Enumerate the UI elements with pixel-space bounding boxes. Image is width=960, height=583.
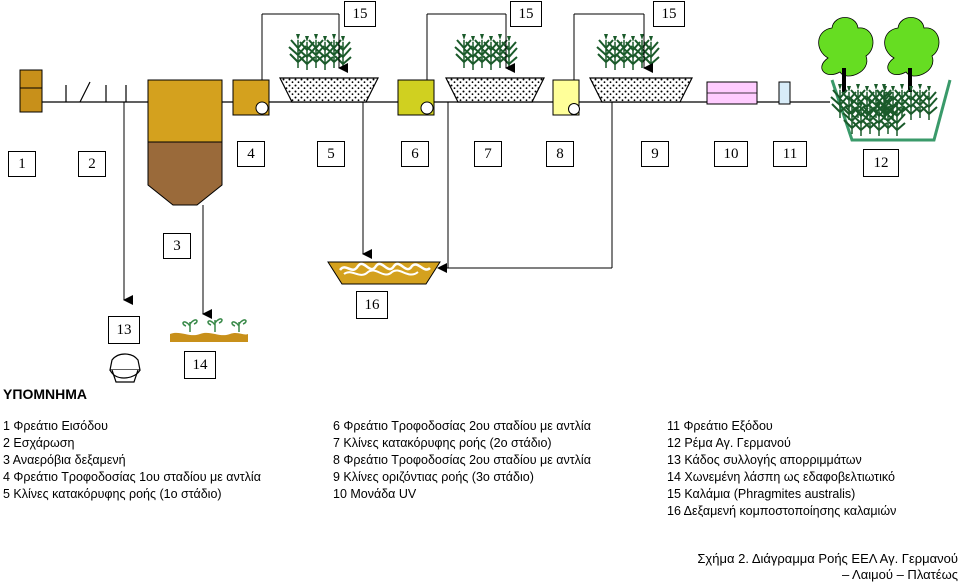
legend-item: 2 Εσχάρωση bbox=[3, 436, 75, 450]
label-9: 9 bbox=[641, 141, 669, 167]
label-1: 1 bbox=[8, 151, 36, 177]
inlet-well bbox=[19, 69, 43, 113]
legend-item: 14 Χωνεμένη λάσπη ως εδαφοβελτιωτικό bbox=[667, 470, 895, 484]
label-15c: 15 bbox=[653, 1, 685, 27]
legend-column-1: 1 Φρεάτιο Εισόδου 2 Εσχάρωση 3 Αναερόβια… bbox=[3, 418, 261, 503]
legend-item: 15 Καλάμια (Phragmites australis) bbox=[667, 487, 856, 501]
legend-item: 9 Κλίνες οριζόντιας ροής (3ο στάδιο) bbox=[333, 470, 534, 484]
figure-caption: Σχήμα 2. Διάγραμμα Ροής ΕΕΛ Αγ. Γερμανού… bbox=[680, 551, 958, 583]
label-12: 12 bbox=[863, 149, 899, 177]
screening-channel bbox=[65, 81, 127, 103]
label-15b: 15 bbox=[510, 1, 542, 27]
label-13: 13 bbox=[108, 316, 140, 344]
legend-item: 4 Φρεάτιο Τροφοδοσίας 1ου σταδίου με αντ… bbox=[3, 470, 261, 484]
legend-item: 8 Φρεάτιο Τροφοδοσίας 2ου σταδίου με αντ… bbox=[333, 453, 591, 467]
waste-bin bbox=[109, 353, 141, 371]
label-10: 10 bbox=[714, 141, 748, 167]
legend-item: 5 Κλίνες κατακόρυφης ροής (1ο στάδιο) bbox=[3, 487, 222, 501]
feeding-well-8 bbox=[552, 79, 580, 116]
feeding-well-6 bbox=[397, 79, 435, 116]
feeding-well-4 bbox=[232, 79, 270, 116]
uv-unit bbox=[706, 81, 758, 105]
label-11: 11 bbox=[773, 141, 807, 167]
tree-icon bbox=[818, 17, 874, 92]
compost-bed bbox=[327, 261, 441, 285]
legend-item: 13 Κάδος συλλογής απορριμμάτων bbox=[667, 453, 862, 467]
label-7: 7 bbox=[474, 141, 502, 167]
legend-column-2: 6 Φρεάτιο Τροφοδοσίας 2ου σταδίου με αντ… bbox=[333, 418, 591, 503]
caption-line-1: Σχήμα 2. Διάγραμμα Ροής ΕΕΛ Αγ. Γερμανού bbox=[697, 551, 958, 566]
legend-item: 6 Φρεάτιο Τροφοδοσίας 2ου σταδίου με αντ… bbox=[333, 419, 591, 433]
legend-item: 3 Αναερόβια δεξαμενή bbox=[3, 453, 126, 467]
vertical-flow-bed-1 bbox=[279, 34, 379, 103]
legend-column-3: 11 Φρεάτιο Εξόδου 12 Ρέμα Αγ. Γερμανού 1… bbox=[667, 418, 896, 520]
label-16: 16 bbox=[356, 291, 388, 319]
legend-item: 1 Φρεάτιο Εισόδου bbox=[3, 419, 108, 433]
horizontal-flow-bed bbox=[589, 34, 693, 103]
legend-item: 12 Ρέμα Αγ. Γερμανού bbox=[667, 436, 791, 450]
anaerobic-tank bbox=[147, 79, 223, 206]
legend-item: 7 Κλίνες κατακόρυφης ροής (2ο στάδιο) bbox=[333, 436, 552, 450]
label-8: 8 bbox=[546, 141, 574, 167]
label-5: 5 bbox=[317, 141, 345, 167]
label-15a: 15 bbox=[344, 1, 376, 27]
label-14: 14 bbox=[184, 351, 216, 379]
label-6: 6 bbox=[401, 141, 429, 167]
label-3: 3 bbox=[163, 233, 191, 259]
legend-item: 11 Φρεάτιο Εξόδου bbox=[667, 419, 773, 433]
sludge-soil bbox=[170, 318, 248, 342]
legend-title: ΥΠΟΜΝΗΜΑ bbox=[3, 386, 87, 402]
legend-item: 10 Μονάδα UV bbox=[333, 487, 417, 501]
tree-icon bbox=[884, 17, 940, 92]
vertical-flow-bed-2 bbox=[445, 34, 545, 103]
legend-item: 16 Δεξαμενή κομποστοποίησης καλαμιών bbox=[667, 504, 897, 518]
stream bbox=[818, 17, 952, 142]
outlet-well bbox=[778, 81, 791, 105]
caption-line-2: – Λαιμού – Πλατέως bbox=[841, 567, 958, 582]
label-2: 2 bbox=[78, 151, 106, 177]
label-4: 4 bbox=[237, 141, 265, 167]
